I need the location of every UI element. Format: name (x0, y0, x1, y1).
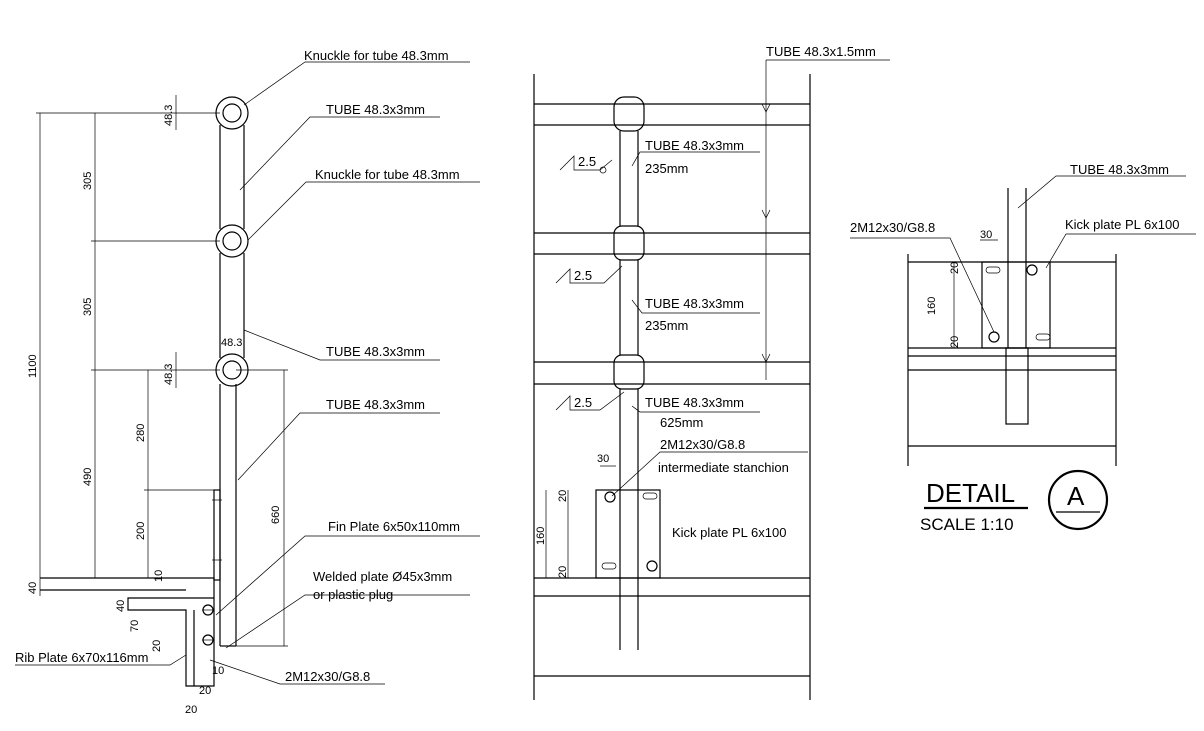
dim-48-mid: 48.3 (163, 364, 175, 385)
dim-200: 200 (135, 522, 147, 540)
callout-plastic-plug: or plastic plug (313, 587, 393, 602)
mid-callout-len-3: 625mm (660, 415, 703, 430)
mid-dim-30: 30 (597, 453, 609, 465)
dim-280: 280 (135, 424, 147, 442)
callout-tube-mid: TUBE 48.3x3mm (326, 344, 425, 359)
dim-40-bracket: 40 (115, 600, 127, 612)
dim-48-top: 48.3 (163, 105, 175, 126)
detail-a-view: TUBE 48.3x3mm 2M12x30/G8.8 Kick plate PL… (850, 162, 1196, 534)
callout-tube-post: TUBE 48.3x3mm (326, 397, 425, 412)
mid-callout-bolts: 2M12x30/G8.8 (660, 437, 745, 452)
mid-callout-tube-1: TUBE 48.3x3mm (645, 138, 744, 153)
callout-rib-plate: Rib Plate 6x70x116mm (15, 650, 148, 665)
dim-40: 40 (27, 582, 39, 594)
callout-welded-plate: Welded plate Ø45x3mm (313, 569, 452, 584)
weld-size-3: 2.5 (574, 395, 592, 410)
mid-dim-20-bottom: 20 (557, 566, 569, 578)
dim-20-base: 20 (185, 704, 197, 716)
dim-10: 10 (153, 570, 165, 582)
detail-marker-letter: A (1067, 481, 1085, 511)
dim-305-top: 305 (82, 172, 94, 190)
dim-490: 490 (82, 468, 94, 486)
mid-callout-kick-plate: Kick plate PL 6x100 (672, 525, 786, 540)
callout-bolts-left: 2M12x30/G8.8 (285, 669, 370, 684)
detail-dim-160: 160 (926, 297, 938, 315)
detail-dim-20-bottom: 20 (949, 336, 961, 348)
dim-48-horizontal: 48.3 (221, 337, 242, 349)
detail-marker-circle (1047, 469, 1109, 531)
mid-callout-len-2: 235mm (645, 318, 688, 333)
dim-20-bottom: 20 (199, 685, 211, 697)
mid-callout-stanchion: intermediate stanchion (658, 460, 789, 475)
detail-callout-tube: TUBE 48.3x3mm (1070, 162, 1169, 177)
detail-callout-kick-plate: Kick plate PL 6x100 (1065, 217, 1179, 232)
detail-callout-bolts: 2M12x30/G8.8 (850, 220, 935, 235)
weld-size-2: 2.5 (574, 268, 592, 283)
callout-knuckle-mid: Knuckle for tube 48.3mm (315, 167, 460, 182)
callout-fin-plate: Fin Plate 6x50x110mm (328, 519, 460, 534)
dim-660: 660 (270, 506, 282, 524)
mid-callout-len-1: 235mm (645, 161, 688, 176)
detail-scale: SCALE 1:10 (920, 515, 1014, 534)
dim-10-bottom: 10 (212, 665, 224, 677)
middle-plan-view: TUBE 48.3x1.5mm TUBE 48.3x3mm 235mm TUBE… (533, 44, 890, 700)
dim-1100: 1100 (27, 354, 39, 378)
mid-callout-tube-2: TUBE 48.3x3mm (645, 296, 744, 311)
mid-callout-tube-top: TUBE 48.3x1.5mm (766, 44, 876, 59)
left-elevation-view: Knuckle for tube 48.3mm TUBE 48.3x3mm Kn… (15, 48, 480, 716)
weld-size-1: 2.5 (578, 154, 596, 169)
detail-dim-30: 30 (980, 229, 992, 241)
dim-305-mid: 305 (82, 298, 94, 316)
callout-tube-top: TUBE 48.3x3mm (326, 102, 425, 117)
dim-70: 70 (129, 620, 141, 632)
dim-20: 20 (151, 640, 163, 652)
detail-dim-20-top: 20 (949, 262, 961, 274)
callout-knuckle-top: Knuckle for tube 48.3mm (304, 48, 449, 63)
mid-callout-tube-3: TUBE 48.3x3mm (645, 395, 744, 410)
mid-dim-20-top: 20 (557, 490, 569, 502)
mid-dim-160: 160 (535, 527, 547, 545)
detail-title: DETAIL (926, 478, 1015, 508)
